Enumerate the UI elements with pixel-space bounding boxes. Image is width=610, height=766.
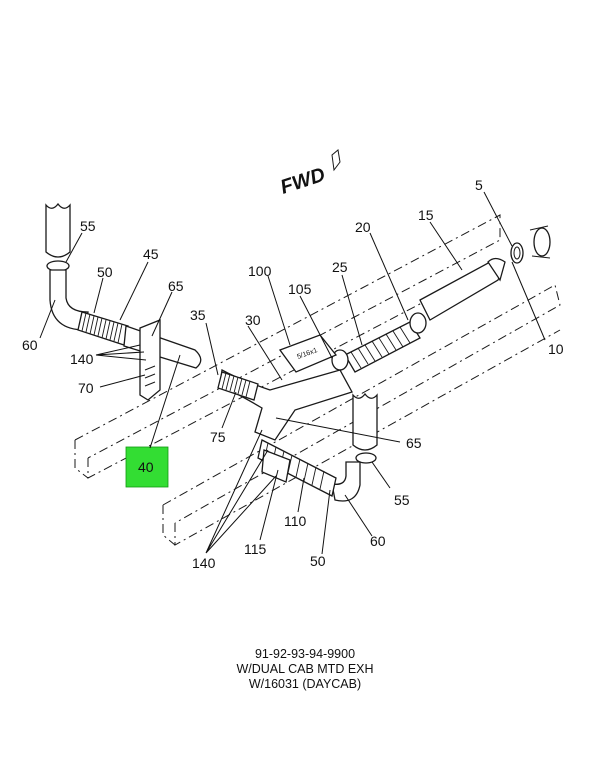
turbo-outlet-flange	[529, 225, 551, 259]
diagram-caption: 91-92-93-94-9900 W/DUAL CAB MTD EXH W/16…	[0, 647, 610, 692]
right-stack-pipe	[352, 392, 378, 464]
callout-105: 105	[288, 281, 312, 297]
callout-110: 110	[284, 513, 307, 529]
callout-55-lower: 55	[394, 492, 410, 508]
forward-arrow-icon	[331, 149, 341, 172]
callout-65-lower: 65	[406, 435, 422, 451]
highlighted-part-box[interactable]	[125, 446, 169, 488]
caption-config: W/DUAL CAB MTD EXH	[236, 662, 374, 676]
lower-bracket	[261, 449, 291, 483]
callout-100: 100	[248, 263, 272, 279]
left-flex-hose	[77, 311, 129, 346]
callout-20: 20	[355, 219, 371, 235]
callout-30: 30	[245, 312, 261, 328]
forward-label: FWD	[278, 164, 328, 199]
callout-15: 15	[418, 207, 434, 223]
callout-65-upper: 65	[168, 278, 184, 294]
callout-140-left: 140	[70, 351, 94, 367]
callout-60-left: 60	[22, 337, 38, 353]
left-elbow-pipe	[49, 269, 89, 331]
callout-labels: 5 10 15 20 25 30 35 40 45 50 50 55 55 60…	[22, 177, 564, 571]
callout-75: 75	[210, 429, 226, 445]
callout-60-right: 60	[370, 533, 386, 549]
center-bracket: 5/16x1	[278, 334, 338, 373]
forward-direction-indicator: FWD	[278, 149, 341, 199]
caption-variant: W/16031 (DAYCAB)	[248, 677, 362, 691]
caption-part-number: 91-92-93-94-9900	[254, 647, 356, 661]
callout-10: 10	[548, 341, 564, 357]
upper-tube-pipe	[419, 257, 506, 321]
right-elbow-pipe	[331, 461, 361, 502]
callout-5: 5	[475, 177, 483, 193]
left-stack-pipe	[45, 202, 71, 272]
callout-35: 35	[190, 307, 206, 323]
callout-45: 45	[143, 246, 159, 262]
callout-25: 25	[332, 259, 348, 275]
callout-70: 70	[78, 380, 94, 396]
callout-55-upper: 55	[80, 218, 96, 234]
leader-lines	[39, 191, 546, 555]
frame-rail-rear	[74, 214, 501, 479]
callout-140-bottom: 140	[192, 555, 216, 571]
left-mount-bracket	[139, 319, 161, 401]
callout-40: 40	[138, 459, 154, 475]
callout-50-lower: 50	[310, 553, 326, 569]
upper-flex-hose	[344, 321, 421, 373]
callout-50-upper: 50	[97, 264, 113, 280]
lower-left-flex-hose	[217, 371, 259, 401]
callout-115: 115	[244, 541, 267, 557]
outlet-gasket	[510, 242, 524, 264]
left-connector-pipe	[123, 325, 202, 369]
